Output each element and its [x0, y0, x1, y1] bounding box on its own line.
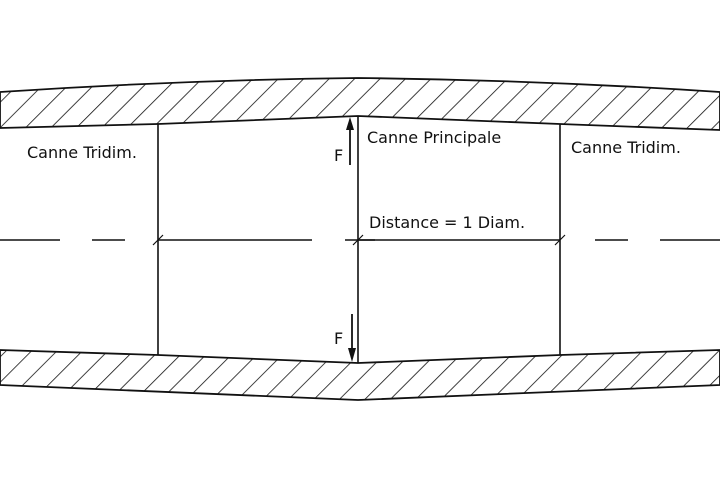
right-probe-label: Canne Tridim. — [571, 138, 681, 157]
top-pipe-wall — [0, 77, 720, 131]
force-top-label: F — [334, 146, 343, 165]
force-arrow-up-icon — [346, 117, 354, 165]
force-bottom-label: F — [334, 329, 343, 348]
left-probe-label: Canne Tridim. — [27, 143, 137, 162]
force-arrow-down-icon — [348, 314, 356, 362]
bottom-pipe-wall — [0, 349, 720, 401]
distance-label: Distance = 1 Diam. — [369, 213, 525, 232]
main-probe-label: Canne Principale — [367, 128, 501, 147]
probe-lines — [152, 116, 566, 363]
